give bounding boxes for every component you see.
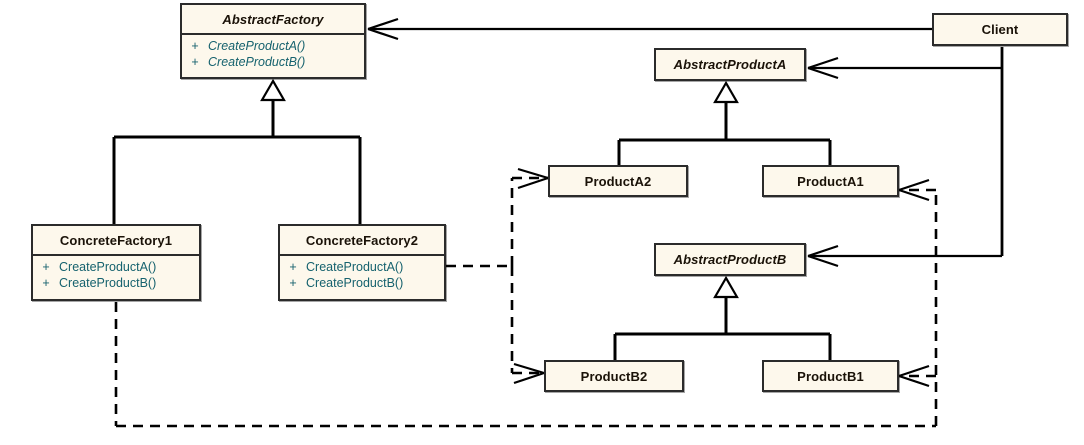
association-client-abstractfactory bbox=[367, 17, 932, 41]
class-name-abstract-product-b: AbstractProductB bbox=[673, 252, 787, 267]
class-name-concrete-factory-1: ConcreteFactory1 bbox=[33, 226, 199, 256]
operation-row: + CreateProductB() bbox=[280, 275, 444, 291]
class-name-product-b2: ProductB2 bbox=[580, 368, 648, 384]
visibility-marker: + bbox=[191, 55, 199, 69]
operation-row: + CreateProductA() bbox=[280, 259, 444, 275]
class-name-client: Client bbox=[981, 22, 1019, 37]
generalization-product-a bbox=[617, 80, 832, 166]
class-concrete-factory-2[interactable]: ConcreteFactory2 + CreateProductA() + Cr… bbox=[278, 224, 446, 301]
class-abstract-factory[interactable]: AbstractFactory + CreateProductA() + Cre… bbox=[180, 3, 366, 79]
class-name-product-b1: ProductB1 bbox=[797, 368, 864, 384]
class-name-product-a1: ProductA1 bbox=[797, 173, 864, 189]
operation-signature: CreateProductA() bbox=[59, 260, 157, 274]
class-concrete-factory-1[interactable]: ConcreteFactory1 + CreateProductA() + Cr… bbox=[31, 224, 201, 301]
class-product-a1[interactable]: ProductA1 bbox=[762, 165, 899, 197]
operations-concrete-factory-2: + CreateProductA() + CreateProductB() bbox=[280, 256, 444, 293]
generalization-product-b bbox=[613, 275, 832, 361]
operations-concrete-factory-1: + CreateProductA() + CreateProductB() bbox=[33, 256, 199, 293]
class-name-abstract-factory: AbstractFactory bbox=[182, 5, 364, 35]
class-name-product-a2: ProductA2 bbox=[584, 173, 652, 189]
visibility-marker: + bbox=[191, 39, 199, 53]
operation-row: + CreateProductB() bbox=[182, 54, 364, 70]
visibility-marker: + bbox=[289, 276, 297, 290]
class-abstract-product-b[interactable]: AbstractProductB bbox=[654, 243, 806, 276]
class-product-b1[interactable]: ProductB1 bbox=[762, 360, 899, 392]
class-client[interactable]: Client bbox=[932, 13, 1068, 46]
operation-signature: CreateProductA() bbox=[306, 260, 404, 274]
class-name-concrete-factory-2: ConcreteFactory2 bbox=[280, 226, 444, 256]
class-product-a2[interactable]: ProductA2 bbox=[548, 165, 688, 197]
operation-row: + CreateProductA() bbox=[33, 259, 199, 275]
visibility-marker: + bbox=[42, 260, 50, 274]
operation-row: + CreateProductB() bbox=[33, 275, 199, 291]
operation-signature: CreateProductB() bbox=[208, 55, 306, 69]
visibility-marker: + bbox=[289, 260, 297, 274]
operation-row: + CreateProductA() bbox=[182, 38, 364, 54]
operations-abstract-factory: + CreateProductA() + CreateProductB() bbox=[182, 35, 364, 72]
generalization-factories bbox=[112, 78, 362, 224]
association-client-abstractproductb bbox=[807, 244, 1002, 268]
operation-signature: CreateProductB() bbox=[306, 276, 404, 290]
class-abstract-product-a[interactable]: AbstractProductA bbox=[654, 48, 806, 81]
visibility-marker: + bbox=[42, 276, 50, 290]
dependency-concretefactory2-products bbox=[446, 167, 549, 385]
operation-signature: CreateProductA() bbox=[208, 39, 306, 53]
operation-signature: CreateProductB() bbox=[59, 276, 157, 290]
class-name-abstract-product-a: AbstractProductA bbox=[673, 57, 787, 72]
association-client-abstractproducta bbox=[807, 47, 1004, 256]
class-product-b2[interactable]: ProductB2 bbox=[544, 360, 684, 392]
